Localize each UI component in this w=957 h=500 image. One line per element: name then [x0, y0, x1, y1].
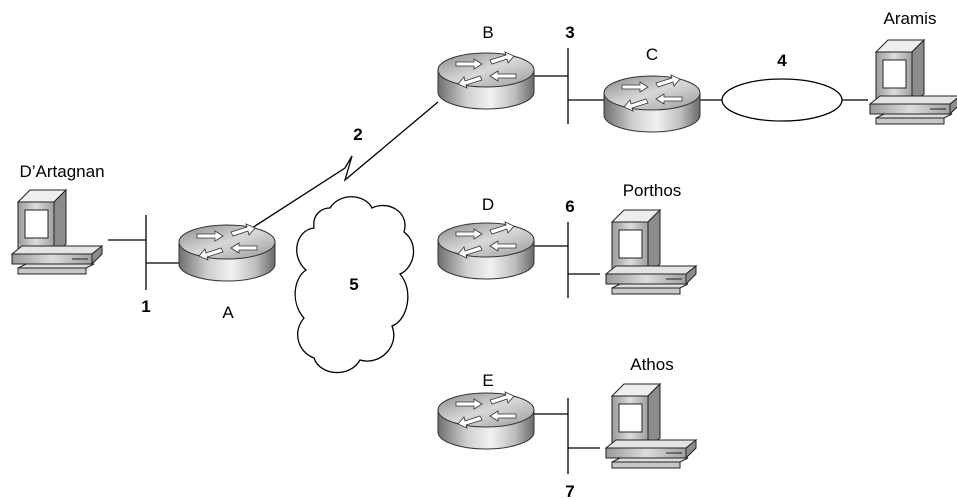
network-segment-4	[700, 78, 868, 122]
network-segment-6	[534, 222, 600, 298]
router-a-icon	[178, 223, 276, 282]
cloud-network-5	[294, 196, 415, 374]
computer-dartagnan-icon	[11, 189, 103, 275]
router-a-label: A	[222, 303, 234, 322]
router-c-icon	[603, 74, 701, 133]
router-b-icon	[437, 51, 535, 110]
network-segment-3	[534, 48, 604, 124]
router-d-icon	[437, 221, 535, 280]
router-b-label: B	[482, 23, 493, 42]
network-segment-1	[108, 215, 180, 290]
router-e-icon	[437, 391, 535, 450]
network-1-label: 1	[141, 297, 150, 316]
network-4-label: 4	[777, 51, 787, 70]
computer-athos-icon	[605, 383, 697, 469]
network-segment-7	[534, 398, 600, 474]
computer-aramis-icon	[869, 39, 957, 125]
host-dartagnan-label: D’Artagnan	[19, 162, 104, 181]
router-c-label: C	[646, 45, 658, 64]
host-porthos-label: Porthos	[623, 181, 682, 200]
network-5-label: 5	[349, 275, 358, 294]
serial-link-2	[251, 101, 439, 229]
network-7-label: 7	[565, 482, 574, 500]
network-2-label: 2	[353, 125, 362, 144]
router-d-label: D	[482, 195, 494, 214]
router-e-label: E	[482, 371, 493, 390]
host-athos-label: Athos	[630, 355, 673, 374]
network-3-label: 3	[565, 23, 574, 42]
computer-porthos-icon	[605, 209, 697, 295]
host-aramis-label: Aramis	[884, 9, 937, 28]
network-6-label: 6	[565, 197, 574, 216]
